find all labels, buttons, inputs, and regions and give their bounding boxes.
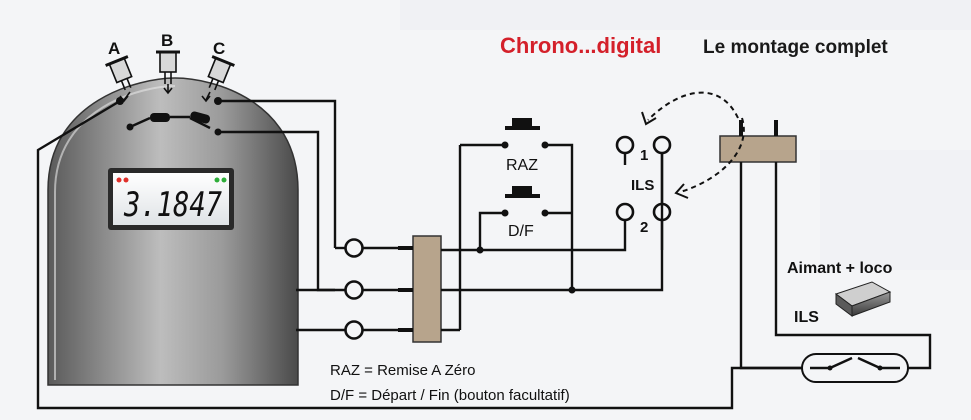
magnet-loco: Aimant + loco	[787, 260, 893, 317]
led-left-1	[116, 177, 122, 183]
sensor-b: B	[156, 31, 180, 95]
sensor-c-label: C	[213, 39, 225, 58]
lcd-display: 3.1847	[108, 168, 234, 230]
dashed-arrows	[641, 91, 745, 199]
led-right-1	[214, 177, 220, 183]
sensor-b-label: B	[161, 31, 173, 50]
background-texture	[400, 0, 971, 270]
terminal-3	[344, 320, 364, 340]
title-subtitle: Le montage complet	[703, 37, 888, 58]
reed-switch: ILS	[794, 309, 909, 383]
df-label: D/F	[508, 223, 534, 240]
ils-pin1: 1	[640, 147, 648, 164]
sensor-a-label: A	[108, 39, 120, 58]
plug-block	[719, 120, 932, 370]
lcd-reading: 3.1847	[123, 185, 222, 225]
terminal-2	[344, 280, 364, 300]
legend-line-1: RAZ = Remise A Zéro	[330, 362, 475, 379]
chrono-body	[47, 77, 299, 386]
sensor-c: C	[201, 39, 235, 103]
df-button: D/F	[501, 186, 549, 240]
led-left-2	[123, 177, 129, 183]
reed-label: ILS	[794, 309, 819, 326]
ils-pin2: 2	[640, 219, 648, 236]
title-brand: Chrono...digital	[500, 33, 661, 58]
circuit-wires	[441, 143, 664, 332]
legend-line-2: D/F = Départ / Fin (bouton facultatif)	[330, 387, 570, 404]
sensor-a: A	[105, 39, 133, 103]
led-right-2	[221, 177, 227, 183]
ils-connector: 1 ILS 2	[615, 135, 672, 250]
terminal-1	[344, 238, 364, 258]
raz-label: RAZ	[506, 157, 538, 174]
connector-block	[412, 235, 442, 343]
magnet-label: Aimant + loco	[787, 260, 893, 277]
raz-button: RAZ	[501, 118, 549, 174]
ils-connector-label: ILS	[631, 177, 654, 194]
